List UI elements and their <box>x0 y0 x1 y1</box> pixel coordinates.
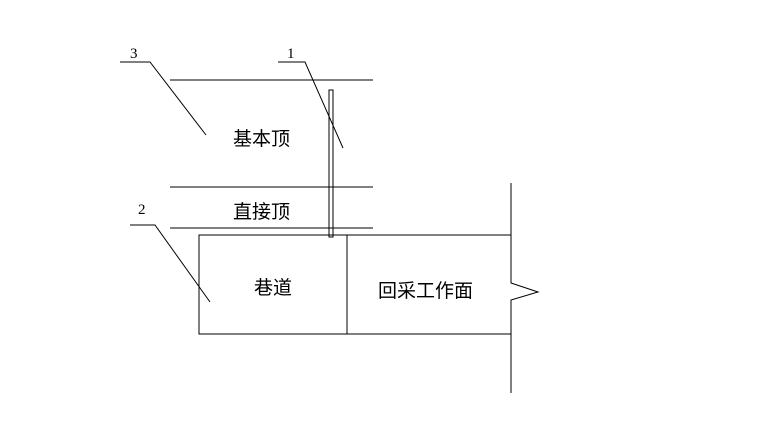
immediate-roof-label: 直接顶 <box>233 201 290 223</box>
callout-3-number: 3 <box>130 46 138 62</box>
callout-2-leader <box>130 224 211 303</box>
callout-3-leader <box>120 61 207 136</box>
working-face-label: 回采工作面 <box>378 280 473 302</box>
anchor-cable <box>328 89 334 238</box>
callout-2-number: 2 <box>138 202 146 218</box>
main-roof-label: 基本顶 <box>233 128 290 150</box>
callout-1-leader <box>278 61 344 149</box>
callout-1-number: 1 <box>287 46 295 62</box>
roadway-box <box>198 234 348 335</box>
roadway-label: 巷道 <box>254 277 292 299</box>
working-face-break-line <box>510 183 540 393</box>
